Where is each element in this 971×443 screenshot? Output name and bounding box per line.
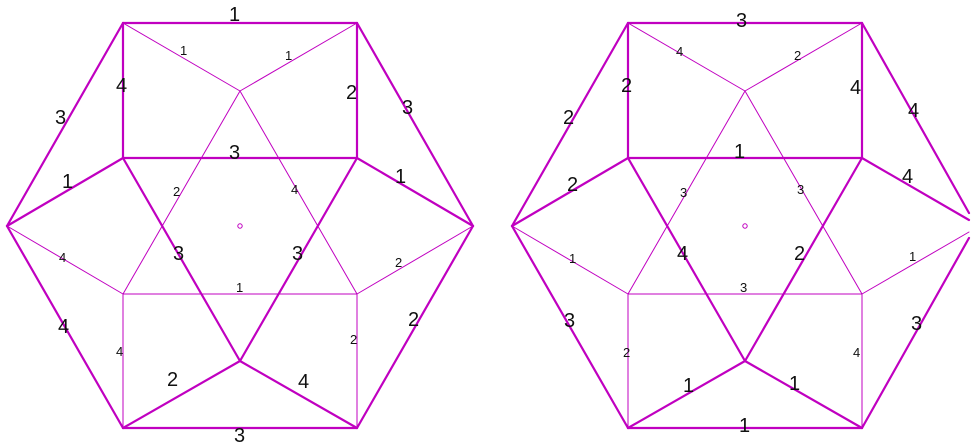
edge <box>239 22 358 92</box>
edge-label: 2 <box>167 369 178 391</box>
edge-label: 3 <box>797 182 804 197</box>
edge-label: 2 <box>346 82 357 104</box>
edge <box>626 156 747 363</box>
edge-label: 2 <box>395 255 402 270</box>
edge <box>510 224 630 430</box>
edge <box>626 359 747 430</box>
edge <box>511 225 629 295</box>
edge <box>744 22 863 92</box>
diagram-left: 1 1 1 3 3 4 2 3 1 1 2 4 4 2 3 3 1 4 2 4 … <box>5 4 475 443</box>
edge-label: 4 <box>853 345 860 360</box>
edge-label: 3 <box>173 243 184 265</box>
edge <box>627 90 746 295</box>
edge <box>238 359 359 430</box>
edge <box>356 225 474 295</box>
edge <box>5 21 125 228</box>
edge-label: 1 <box>683 375 694 397</box>
center-point <box>742 223 748 229</box>
edge-label: 2 <box>408 309 419 331</box>
edge <box>355 21 475 228</box>
edge-label: 1 <box>236 280 243 295</box>
edge <box>239 90 358 295</box>
edge <box>6 225 124 295</box>
edge-label: 2 <box>794 48 801 63</box>
edge <box>743 156 864 363</box>
edge-label: 4 <box>908 100 919 122</box>
edge-label: 1 <box>734 141 745 163</box>
center-point <box>237 223 243 229</box>
edge-label: 1 <box>739 415 750 437</box>
edge-label: 1 <box>909 249 916 264</box>
edge-label: 3 <box>911 313 922 335</box>
edge-label: 3 <box>402 97 413 119</box>
edge <box>355 224 475 430</box>
edge-label: 4 <box>116 344 123 359</box>
edge <box>510 21 630 228</box>
edge <box>122 90 241 295</box>
edge <box>5 224 125 430</box>
edge <box>627 22 746 92</box>
edge-label: 1 <box>180 43 187 58</box>
edge <box>744 90 863 295</box>
edge-label: 4 <box>58 316 69 338</box>
edge-label: 4 <box>291 182 298 197</box>
edge-label: 1 <box>62 171 73 193</box>
diagram-right: 3 4 2 2 4 2 4 1 2 4 3 3 1 1 4 2 3 3 3 2 … <box>510 10 971 437</box>
edge <box>860 156 971 222</box>
edge-label: 2 <box>173 184 180 199</box>
edge-label: 1 <box>395 166 406 188</box>
edge-label: 4 <box>298 371 309 393</box>
edge <box>510 156 630 228</box>
edge <box>5 156 125 228</box>
edge-label: 1 <box>285 48 292 63</box>
edge <box>743 359 864 430</box>
edge <box>860 236 971 430</box>
edge-label: 3 <box>736 10 747 32</box>
edge-label: 3 <box>740 280 747 295</box>
edge-label: 2 <box>350 332 357 347</box>
edge-label: 1 <box>229 4 240 26</box>
edge-label: 1 <box>569 251 576 266</box>
edge <box>860 21 971 215</box>
edge-label: 3 <box>564 310 575 332</box>
edge-label: 4 <box>116 75 127 97</box>
edge-label: 4 <box>850 77 861 99</box>
edge-label: 2 <box>567 174 578 196</box>
edge <box>238 156 359 363</box>
edge-label: 2 <box>563 107 574 129</box>
edge-label: 3 <box>292 243 303 265</box>
edge <box>355 156 475 228</box>
edge-label: 3 <box>229 142 240 164</box>
edge-label: 2 <box>623 345 630 360</box>
edge <box>121 359 242 430</box>
edge-label: 4 <box>902 166 913 188</box>
edge-label: 4 <box>676 44 683 59</box>
edge-label: 3 <box>234 425 245 443</box>
edge-label: 4 <box>59 250 66 265</box>
edge-label: 3 <box>55 107 66 129</box>
edge-label: 2 <box>621 75 632 97</box>
edge <box>861 231 970 295</box>
edge-label: 2 <box>794 243 805 265</box>
edge <box>121 156 242 363</box>
edge-label: 1 <box>789 373 800 395</box>
edge <box>122 22 241 92</box>
edge-label: 3 <box>680 185 687 200</box>
edge-label: 4 <box>677 243 688 265</box>
